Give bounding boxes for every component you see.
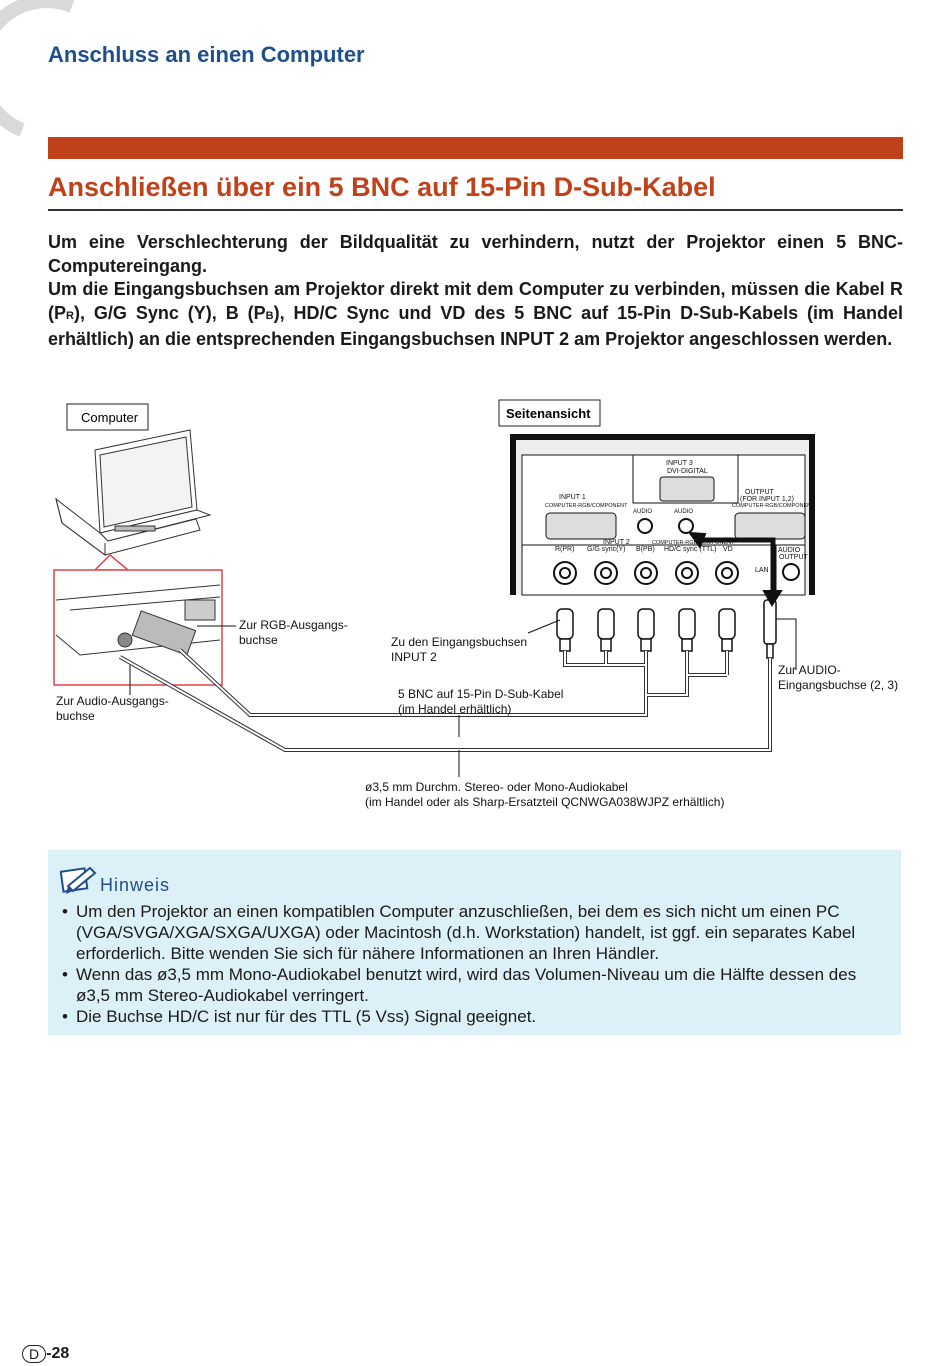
section-header: Anschluss an einen Computer (48, 42, 365, 67)
svg-text:(im Handel oder als Sharp-Ersa: (im Handel oder als Sharp-Ersatzteil QCN… (365, 795, 724, 809)
svg-text:(FOR INPUT 1,2): (FOR INPUT 1,2) (740, 496, 794, 503)
panel-labels: INPUT 3 DVI-DIGITAL INPUT 1 COMPUTER-RGB… (545, 460, 815, 574)
svg-text:R(PR): R(PR) (555, 546, 574, 553)
svg-text:OUTPUT: OUTPUT (745, 489, 775, 496)
label-bnc-cable: 5 BNC auf 15-Pin D-Sub-Kabel (398, 687, 563, 701)
cables-inner (119, 649, 771, 751)
leader-lines (129, 618, 797, 777)
connection-diagram: Computer Seitenansicht INPUT 3 DVI-D (53, 399, 898, 809)
page-title: Anschließen über ein 5 BNC auf 15-Pin D-… (48, 172, 716, 202)
svg-text:G/G sync(Y): G/G sync(Y) (587, 546, 626, 553)
bnc-plugs (556, 608, 736, 652)
label-audio-cable: ø3,5 mm Durchm. Stereo- oder Mono-Audiok… (365, 780, 628, 794)
side-view-label: Seitenansicht (506, 406, 591, 421)
label-input2: Zu den Eingangsbuchsen (391, 635, 527, 649)
note-item: Um den Projektor an einen kompatiblen Co… (62, 901, 894, 964)
laptop-port-closeup (55, 584, 221, 656)
svg-text:AUDIO: AUDIO (778, 547, 801, 554)
svg-text:AUDIO: AUDIO (674, 509, 693, 515)
arrows (687, 531, 783, 607)
bnc-jacks (553, 561, 739, 585)
title-rule (48, 209, 903, 211)
svg-text:AUDIO: AUDIO (633, 509, 652, 515)
note-title: Hinweis (100, 875, 171, 895)
intro-text: Um eine Verschlechterung der Bildqualitä… (48, 231, 903, 352)
svg-text:buchse: buchse (56, 709, 95, 723)
svg-text:B(PB): B(PB) (636, 546, 655, 553)
label-rgb-out: Zur RGB-Ausgangs- (239, 618, 348, 632)
page-number-value: -28 (46, 1345, 70, 1362)
pencil-note-icon (60, 866, 97, 894)
svg-text:COMPUTER-RGB/COMPONENT: COMPUTER-RGB/COMPONENT (652, 540, 735, 546)
svg-text:COMPUTER-RGB/COMPONENT: COMPUTER-RGB/COMPONENT (545, 503, 628, 509)
svg-text:INPUT 2: INPUT 2 (603, 539, 630, 546)
note-item: Die Buchse HD/C ist nur für des TTL (5 V… (62, 1006, 894, 1027)
svg-text:HD/C sync (TTL): HD/C sync (TTL) (664, 546, 717, 553)
svg-text:INPUT 1: INPUT 1 (559, 494, 586, 501)
projector-panel (510, 434, 815, 596)
intro-paragraph-1: Um eine Verschlechterung der Bildqualitä… (48, 232, 903, 276)
computer-label-box (66, 403, 149, 431)
svg-text:INPUT 3: INPUT 3 (666, 460, 693, 467)
label-audio-out: Zur Audio-Ausgangs- (56, 694, 169, 708)
svg-text:VD: VD (723, 546, 733, 553)
svg-text:buchse: buchse (239, 633, 278, 647)
audio-plug (763, 599, 777, 659)
computer-label: Computer (81, 410, 139, 425)
note-item: Wenn das ø3,5 mm Mono-Audiokabel benutzt… (62, 964, 894, 1006)
laptop-icon (55, 429, 212, 556)
svg-text:(im Handel erhältlich): (im Handel erhältlich) (398, 702, 511, 716)
svg-text:OUTPUT: OUTPUT (779, 554, 809, 561)
label-audio-in: Zur AUDIO- (778, 663, 841, 677)
svg-text:Eingangsbuchse (2, 3): Eingangsbuchse (2, 3) (778, 678, 898, 692)
corner-decoration (0, 0, 75, 137)
page-letter: D (22, 1345, 47, 1363)
note-list: Um den Projektor an einen kompatiblen Co… (62, 901, 894, 1027)
diagram-labels: Zur RGB-Ausgangs- buchse Zu den Eingangs… (56, 618, 898, 809)
side-view-label-box (498, 399, 601, 427)
intro-paragraph-2: Um die Eingangsbuchsen am Projektor dire… (48, 279, 903, 349)
svg-text:LAN: LAN (755, 567, 769, 574)
svg-text:INPUT 2: INPUT 2 (391, 650, 437, 664)
svg-text:COMPUTER-RGB/COMPONENT: COMPUTER-RGB/COMPONENT (732, 503, 815, 509)
title-band (48, 137, 903, 159)
note-box: Hinweis Um den Projektor an einen kompat… (48, 850, 901, 1035)
page-number: D -28 (22, 1345, 69, 1363)
svg-text:DVI-DIGITAL: DVI-DIGITAL (667, 468, 708, 475)
